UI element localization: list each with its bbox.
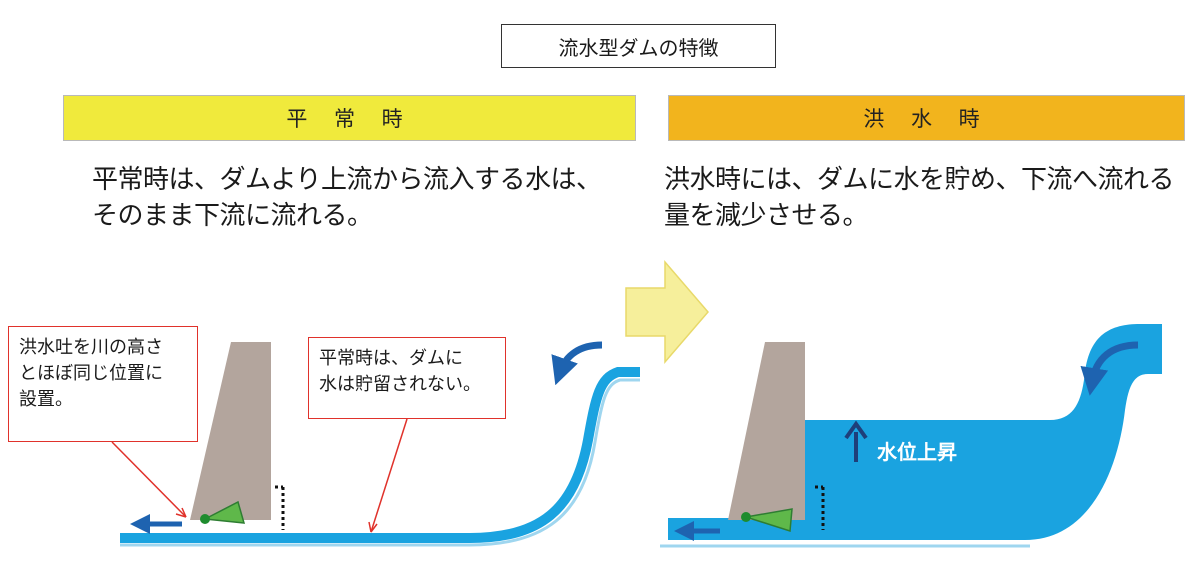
- callout-nostore-line1: 平常時は、ダムに: [319, 348, 463, 369]
- callout-outlet-position: 洪水吐を川の高さ とほぼ同じ位置に 設置。: [8, 326, 198, 442]
- callout-outlet-line3: 設置。: [19, 389, 73, 410]
- callout-no-storage: 平常時は、ダムに 水は貯留されない。: [308, 337, 506, 419]
- callout-outlet-pointer: [111, 441, 187, 518]
- flood-description-line1: 洪水時には、ダムに水を貯め、下流へ流れる: [664, 165, 1175, 195]
- transition-arrow: [625, 259, 709, 365]
- normal-time-header: 平 常 時: [63, 95, 636, 141]
- flood-outlet-cone: [745, 508, 793, 532]
- water-rise-label: 水位上昇: [877, 440, 957, 464]
- normal-river-edge: [120, 378, 640, 547]
- callout-nostore-pointer: [370, 418, 408, 533]
- normal-dam-body: [190, 342, 271, 520]
- flood-time-header: 洪 水 時: [668, 95, 1185, 141]
- flood-description-line2: 量を減少させる。: [664, 201, 869, 231]
- flood-outlet-point: [741, 512, 751, 522]
- flood-dam-body: [728, 342, 805, 520]
- normal-scene: [111, 341, 640, 547]
- normal-inflow-arrow: [551, 341, 603, 386]
- callout-outlet-line2: とほぼ同じ位置に: [19, 363, 163, 384]
- normal-river-channel: [120, 367, 640, 543]
- flood-inflow-arrow: [1080, 341, 1139, 396]
- callout-nostore-line2: 水は貯留されない。: [319, 374, 481, 395]
- normal-outlet-point: [200, 514, 210, 524]
- flood-scene: [660, 324, 1162, 548]
- normal-description-line1: 平常時は、ダムより上流から流入する水は、: [92, 165, 602, 195]
- flood-time-description: 洪水時には、ダムに水を貯め、下流へ流れる 量を減少させる。: [664, 162, 1200, 234]
- normal-time-description: 平常時は、ダムより上流から流入する水は、 そのまま下流に流れる。: [92, 162, 632, 234]
- flood-reservoir: [803, 324, 1162, 540]
- normal-outlet-cone: [202, 500, 246, 524]
- callout-outlet-line1: 洪水吐を川の高さ: [19, 337, 163, 358]
- diagram-title: 流水型ダムの特徴: [501, 24, 776, 68]
- normal-description-line2: そのまま下流に流れる。: [92, 201, 373, 231]
